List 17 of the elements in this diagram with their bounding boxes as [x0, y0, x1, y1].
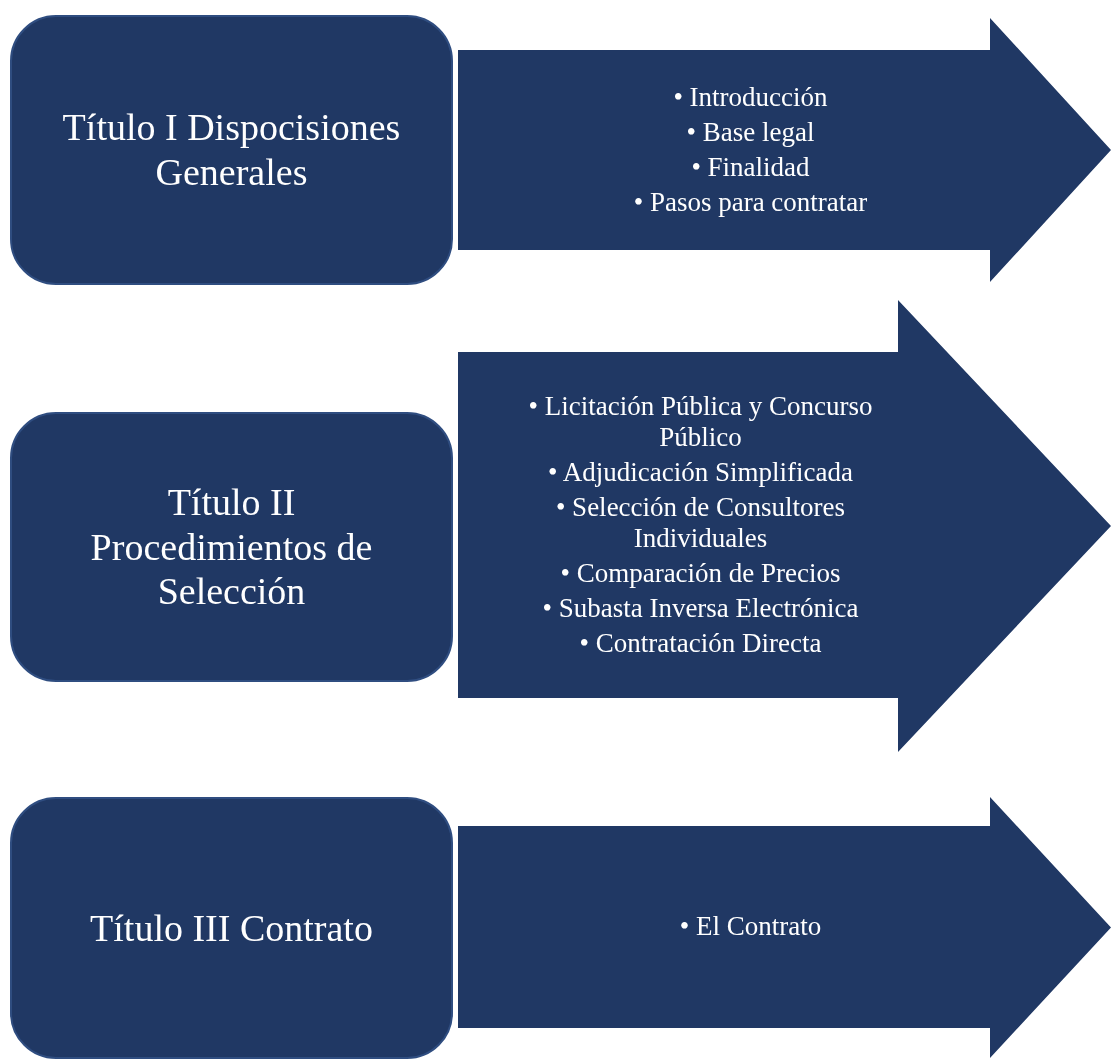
title-box: [10, 15, 453, 285]
bullet-item: • Subasta Inversa Electrónica: [542, 593, 859, 625]
bullet-item: • El Contrato: [679, 911, 822, 943]
title-box: [10, 797, 453, 1059]
bullet-item: • Adjudicación Simplificada: [548, 456, 853, 488]
section-title: Título III Contrato: [90, 905, 373, 951]
bullet-item: • Selección de Consultores Individuales: [554, 491, 847, 555]
bullet-item: • Comparación de Precios: [560, 558, 841, 590]
title-box: [10, 412, 453, 682]
bullet-item: • Pasos para contratar: [633, 187, 868, 219]
bullet-item: • Introducción: [673, 81, 828, 113]
bullet-item: • Finalidad: [691, 152, 810, 184]
bullet-item: • Contratación Directa: [579, 628, 822, 660]
section-title: Título I Dispocisiones Generales: [61, 105, 402, 195]
bullet-item: • Licitación Pública y Concurso Público: [527, 390, 874, 453]
bullet-item: • Base legal: [686, 116, 815, 148]
section-title: Título II Procedimientos de Selección: [89, 479, 374, 615]
